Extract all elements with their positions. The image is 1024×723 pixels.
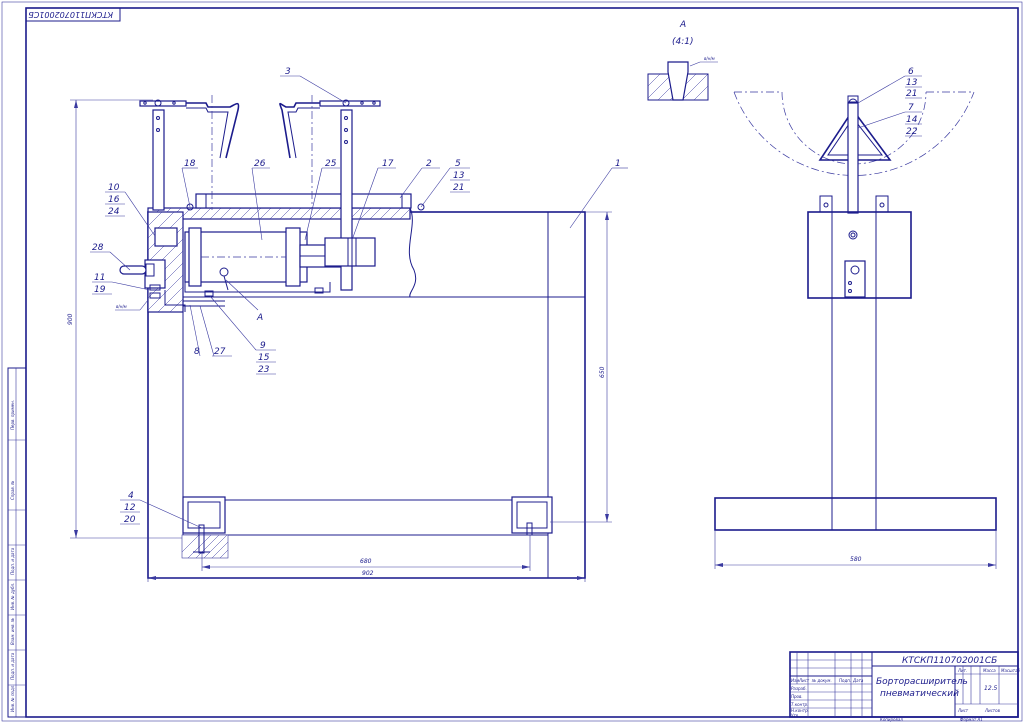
tb-copied: Копировал: [880, 717, 903, 722]
tb-col-scale: Масштаб: [1001, 668, 1021, 673]
weld-note: в/н/м: [116, 304, 127, 309]
tb-col-izm: Изм: [791, 678, 799, 683]
dim-width-total: 902: [362, 570, 374, 577]
callout-3: 3: [285, 67, 291, 77]
callout-17: 17: [382, 159, 394, 169]
tb-role: Пров.: [791, 694, 803, 699]
callout-21: 21: [453, 183, 464, 193]
section-scale: (4:1): [672, 37, 694, 47]
tb-mass-value: 12.5: [984, 685, 998, 692]
callout-19: 19: [94, 285, 106, 295]
tb-role: Утв.: [791, 713, 799, 718]
tb-code: КТСКП110702001СБ: [902, 656, 997, 666]
callout-4: 4: [128, 491, 134, 501]
side-stamp-label: Подп. и дата: [10, 547, 15, 575]
callout-10: 10: [108, 183, 120, 193]
right-post: [340, 109, 353, 291]
dim-height-total: 900: [67, 313, 74, 325]
side-callouts: 6 13 21 7 14 22 580: [714, 67, 997, 569]
tb-col-date: Дата: [852, 678, 864, 683]
side-view: [714, 91, 997, 531]
tb-col-list: Лист: [798, 678, 810, 683]
side-stamp-label: Справ. №: [10, 481, 15, 500]
callout-20: 20: [124, 515, 136, 525]
callout-21: 21: [906, 89, 917, 99]
tb-name-line2: пневматический: [880, 689, 959, 699]
callout-18: 18: [184, 159, 196, 169]
callout-5: 5: [455, 159, 461, 169]
dim-height-frame: 650: [599, 366, 606, 378]
callout-26: 26: [254, 159, 266, 169]
side-stamp-label: Перв. примен.: [10, 400, 15, 430]
side-stamp-label: Взам. инв. №: [10, 618, 15, 645]
dim-width-inner: 680: [360, 558, 372, 565]
callout-6: 6: [908, 67, 914, 77]
front-callouts: 1 2 3 5 13 21 17 25 26 18: [90, 67, 628, 529]
tb-name-line1: Борторасширитель: [876, 677, 968, 687]
side-stamp-label: Инв. № дубл.: [10, 583, 15, 610]
callout-13: 13: [906, 78, 918, 88]
tb-role: Разраб.: [791, 686, 807, 691]
side-stamp-label: Инв. № подл.: [10, 684, 15, 712]
callout-12: 12: [124, 503, 136, 513]
section-title: А: [679, 20, 686, 30]
roller: [195, 193, 412, 209]
title-block: Изм Лист № докум. Подп. Дата Разраб. Про…: [789, 651, 1021, 722]
tb-role: Н.контр.: [791, 708, 809, 713]
callout-8: 8: [194, 347, 200, 357]
callout-25: 25: [325, 159, 337, 169]
side-stamp-label: Подп. и дата: [10, 652, 15, 680]
section-a: А (4:1) в/н/м: [647, 20, 718, 101]
callout-14: 14: [906, 115, 918, 125]
callout-2: 2: [426, 159, 432, 169]
callout-13: 13: [453, 171, 465, 181]
callout-28: 28: [92, 243, 104, 253]
callout-9: 9: [260, 341, 266, 351]
tb-col-doc: № докум.: [811, 678, 832, 683]
side-base: [714, 497, 997, 531]
valve-handle: [119, 265, 147, 275]
callout-27: 27: [214, 347, 226, 357]
tb-col-sign: Подп.: [839, 678, 851, 683]
rotated-code-box: КТСКП110702001СБ: [25, 7, 121, 22]
callout-15: 15: [258, 353, 270, 363]
tb-col-lit: Лит.: [957, 668, 967, 673]
callout-24: 24: [108, 207, 120, 217]
tb-role: Т.контр.: [791, 702, 808, 707]
tb-format: Формат А1: [960, 717, 983, 722]
callout-16: 16: [108, 195, 120, 205]
tb-sheets-label: Листов: [984, 708, 1001, 713]
section-ref-A: А: [256, 313, 263, 323]
side-stamp: Инв. № подл. Подп. и дата Взам. инв. № И…: [7, 367, 27, 718]
front-dimensions: 900 650 680 902: [67, 99, 612, 582]
callout-1: 1: [615, 159, 621, 169]
left-post: [152, 109, 165, 211]
tb-sheet-label: Лист: [957, 708, 969, 713]
side-post: [847, 102, 859, 214]
callout-11: 11: [94, 273, 105, 283]
front-view: [119, 95, 586, 579]
dim-width-side: 580: [850, 556, 862, 563]
rotated-code-text: КТСКП110702001СБ: [28, 10, 113, 19]
callout-7: 7: [908, 103, 914, 113]
tb-col-mass: Масса: [983, 668, 996, 673]
callout-22: 22: [906, 127, 918, 137]
callout-23: 23: [258, 365, 270, 375]
section-weld-note: в/н/м: [704, 56, 715, 61]
